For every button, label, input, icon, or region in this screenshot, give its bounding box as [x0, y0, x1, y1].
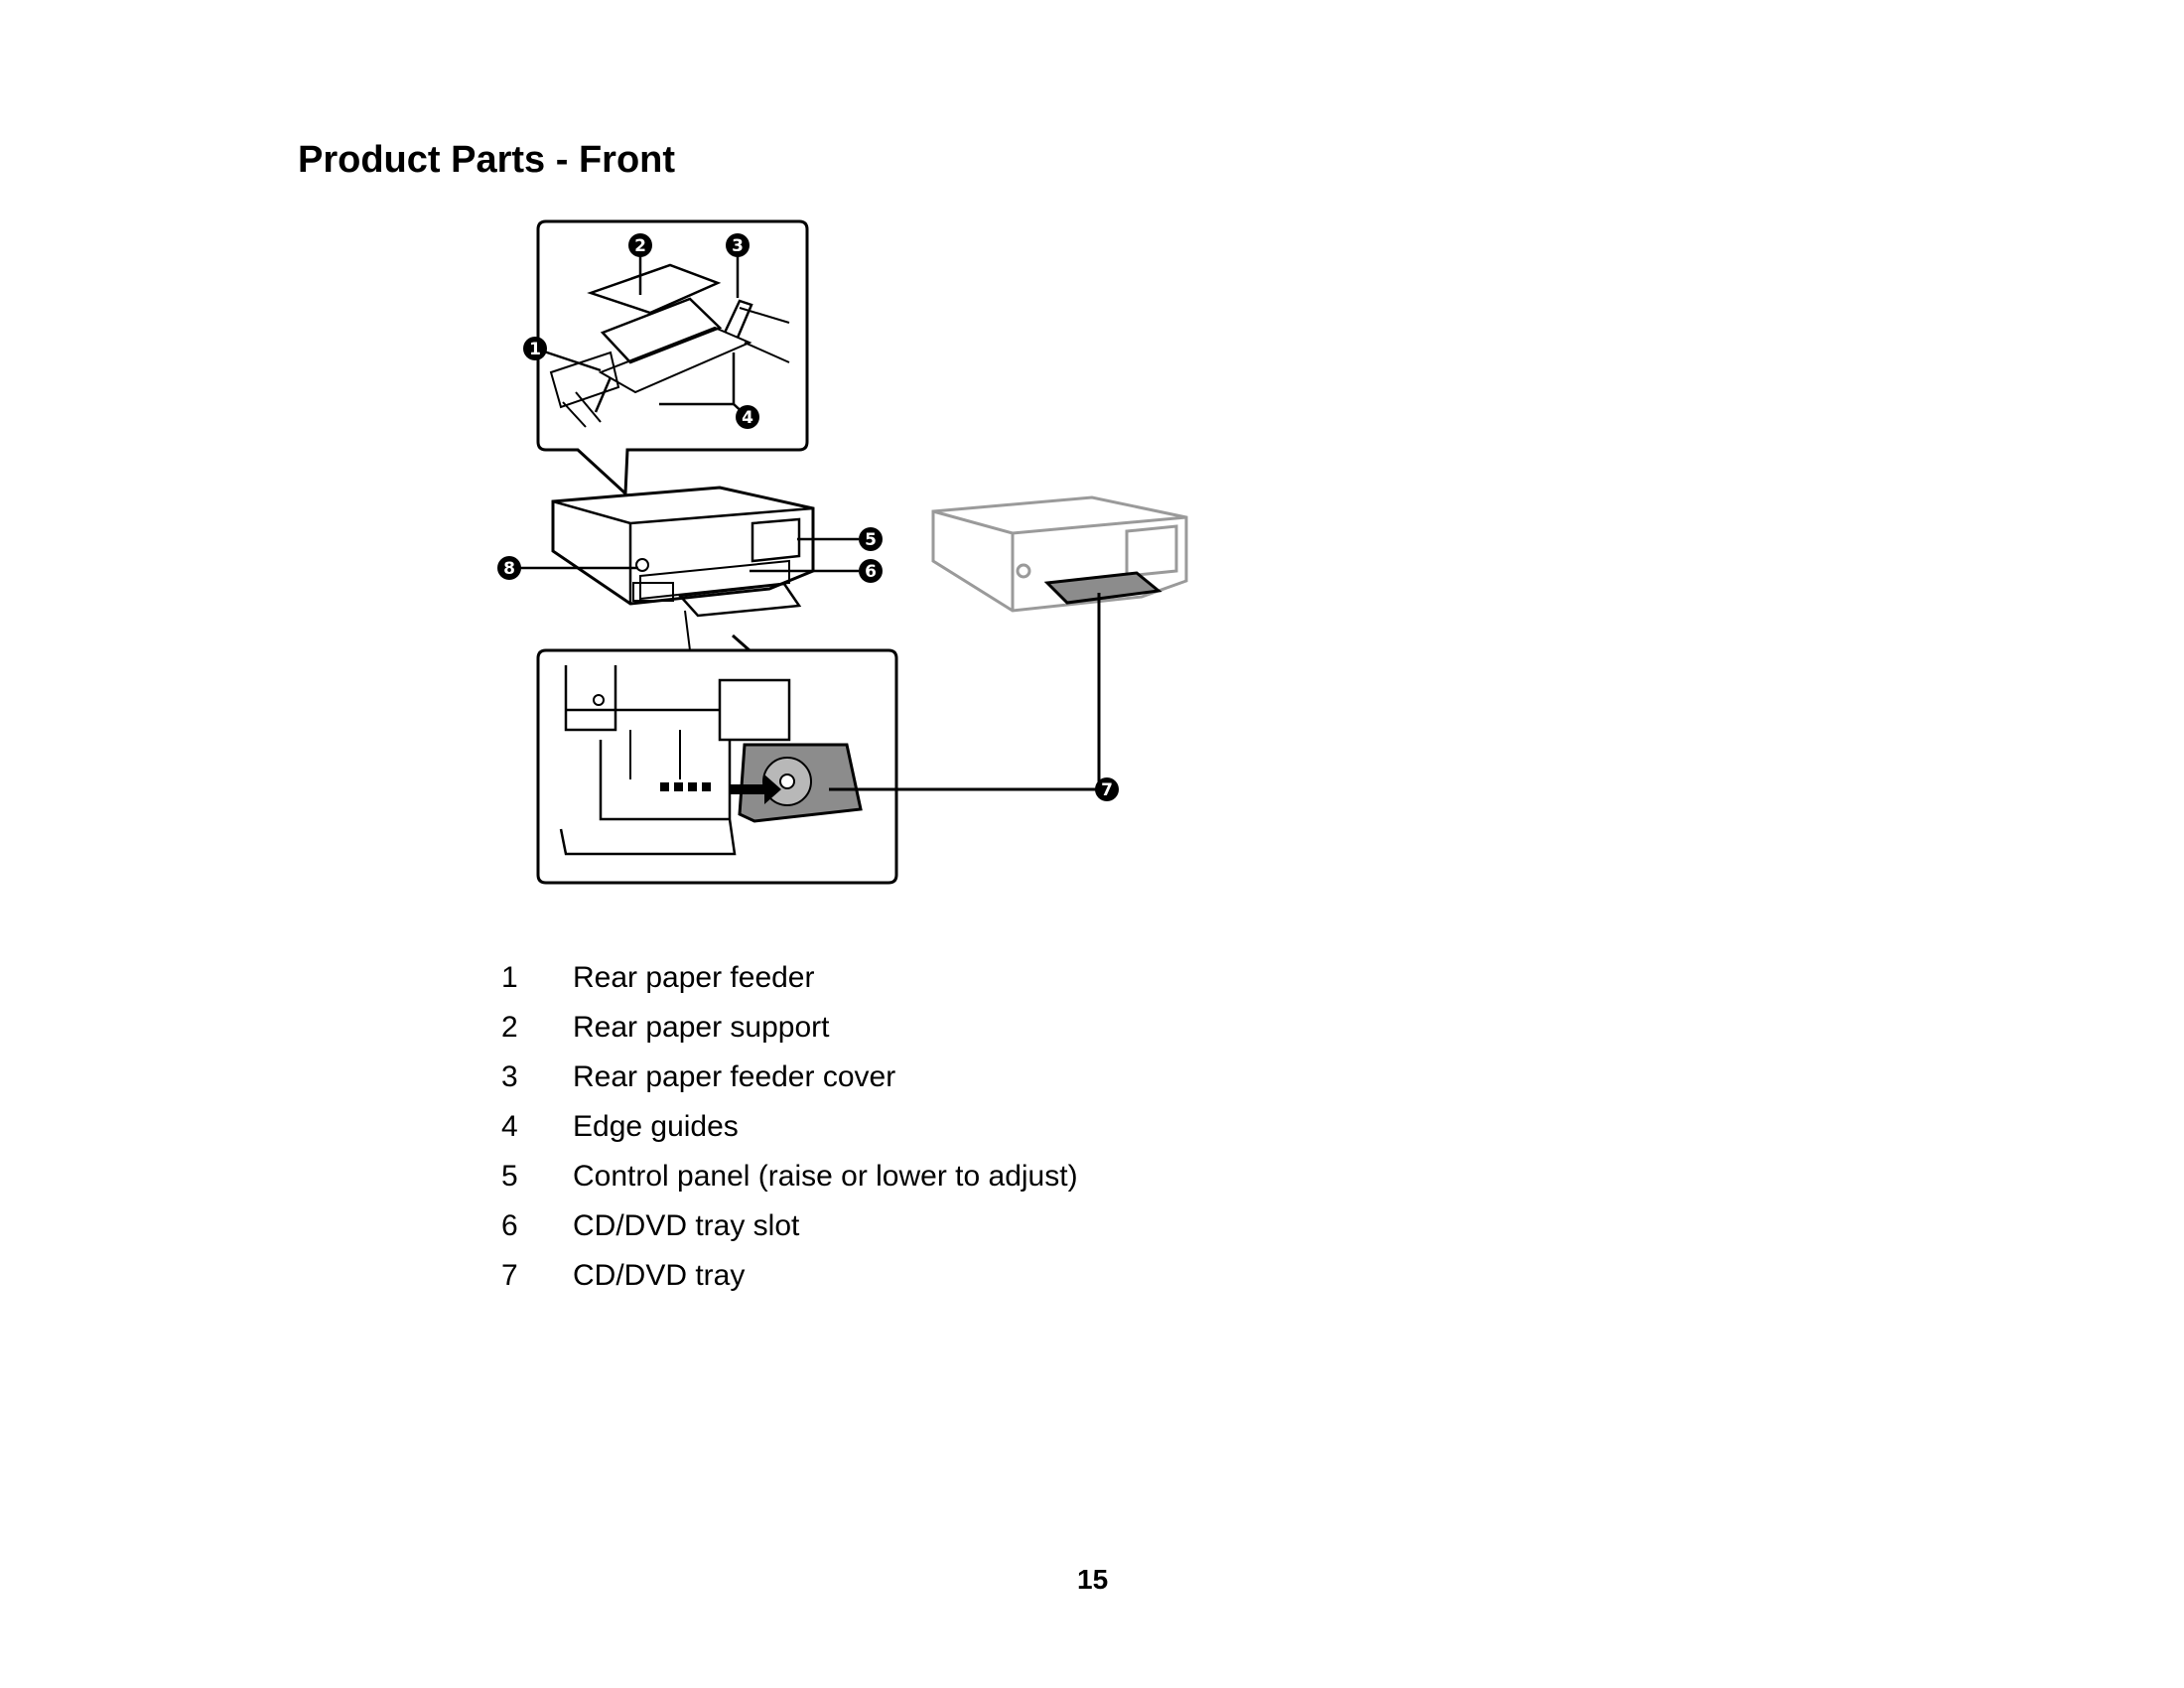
list-item: 6 CD/DVD tray slot: [501, 1201, 1078, 1251]
list-item: 1 Rear paper feeder: [501, 953, 1078, 1003]
svg-text:2: 2: [634, 236, 646, 256]
item-label: Rear paper feeder: [573, 961, 815, 994]
printer-with-tray: [931, 495, 1188, 613]
printer-body: [551, 486, 815, 606]
item-label: Control panel (raise or lower to adjust): [573, 1160, 1078, 1193]
list-item: 5 Control panel (raise or lower to adjust…: [501, 1152, 1078, 1201]
callout-marker-4: 4: [736, 405, 759, 429]
callout-marker-7: 7: [1095, 777, 1119, 801]
callout-marker-8: 8: [497, 556, 521, 580]
item-number: 5: [501, 1160, 518, 1193]
item-label: CD/DVD tray slot: [573, 1209, 800, 1242]
item-number: 7: [501, 1259, 518, 1292]
top-zoom-frame: [536, 219, 809, 497]
cd-dvd-tray-inserted: [1043, 571, 1162, 605]
item-number: 3: [501, 1060, 518, 1093]
callout-marker-3: 3: [726, 233, 750, 257]
callout-marker-6: 6: [859, 559, 883, 583]
svg-text:1: 1: [529, 340, 541, 359]
svg-text:4: 4: [742, 408, 753, 428]
item-label: Edge guides: [573, 1110, 739, 1143]
item-number: 1: [501, 961, 518, 994]
svg-text:8: 8: [503, 559, 515, 579]
callout-marker-1: 1: [523, 337, 547, 360]
list-item: 7 CD/DVD tray: [501, 1251, 1078, 1301]
callout-marker-5: 5: [859, 527, 883, 551]
list-item: 2 Rear paper support: [501, 1003, 1078, 1053]
list-item: 3 Rear paper feeder cover: [501, 1053, 1078, 1102]
item-number: 6: [501, 1209, 518, 1242]
product-front-illustration: 1 2 3 4 5 6 7 8: [497, 219, 1188, 885]
svg-text:3: 3: [732, 236, 744, 256]
callout-marker-2: 2: [628, 233, 652, 257]
item-label: Rear paper support: [573, 1011, 830, 1044]
item-number: 2: [501, 1011, 518, 1044]
item-number: 4: [501, 1110, 518, 1143]
list-item: 4 Edge guides: [501, 1102, 1078, 1152]
item-label: Rear paper feeder cover: [573, 1060, 896, 1093]
svg-text:5: 5: [865, 530, 877, 550]
parts-list: 1 Rear paper feeder 2 Rear paper support 3…: [501, 953, 1078, 1301]
page-number: 15: [1077, 1564, 1109, 1595]
bottom-zoom-frame: [536, 648, 898, 885]
item-label: CD/DVD tray: [573, 1259, 746, 1292]
page-title: Product Parts - Front: [298, 139, 676, 181]
svg-text:7: 7: [1101, 780, 1113, 800]
svg-text:6: 6: [865, 562, 877, 582]
